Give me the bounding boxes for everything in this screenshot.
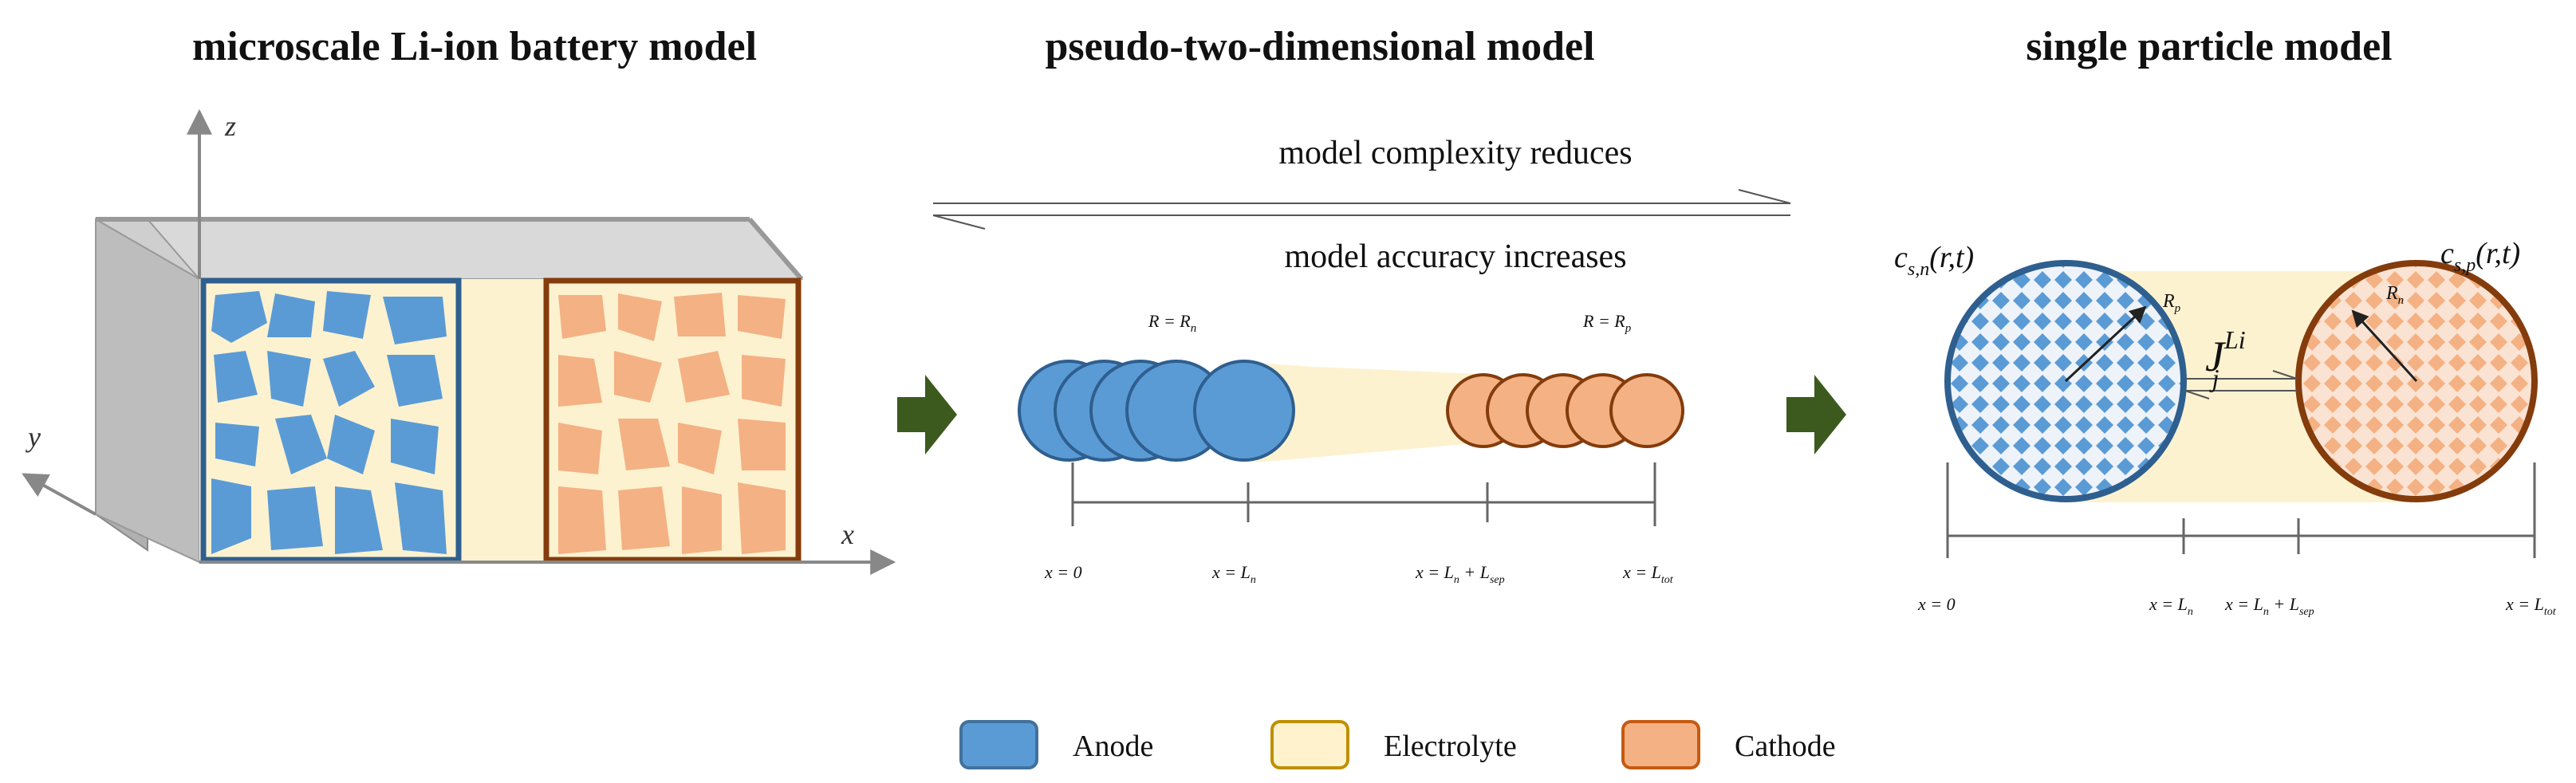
legend-swatch-electrolyte xyxy=(1270,720,1349,769)
p2d-tick-label-lsep: x = Ln + Lsep xyxy=(1415,562,1505,586)
spm-tick-label-ltot: x = Ltot xyxy=(2505,594,2557,618)
spm-c-n-label: cs,n(r,t) xyxy=(1894,241,1974,280)
equilibrium-arrows xyxy=(932,189,1791,230)
microscale-model: z y x xyxy=(22,108,896,575)
cathode-particles xyxy=(558,293,786,554)
legend: Anode Electrolyte Cathode xyxy=(959,720,1836,769)
spm-flux-arrows xyxy=(2184,370,2298,399)
spm-radius-cathode-arrow xyxy=(2351,309,2418,383)
complexity-text: model complexity reduces xyxy=(1278,135,1632,171)
title-p2d: pseudo-two-dimensional model xyxy=(1045,24,1594,69)
title-spm: single particle model xyxy=(2026,24,2392,69)
p2d-radius-anode: R = Rn xyxy=(1148,311,1196,335)
p2d-tick-label-ltot: x = Ltot xyxy=(1622,562,1674,586)
spm-c-p-label: cs,p(r,t) xyxy=(2440,237,2520,276)
p2d-tick-label-ln: x = Ln xyxy=(1211,562,1256,586)
p2d-anode-particles xyxy=(1018,360,1295,462)
anode-particles xyxy=(211,291,447,554)
y-axis-label: y xyxy=(26,421,41,453)
accuracy-text: model accuracy increases xyxy=(1284,238,1626,275)
spm-radius-anode-arrow xyxy=(2064,305,2147,383)
spm-tick-label-0: x = 0 xyxy=(1917,594,1956,614)
box-top-face xyxy=(145,218,804,280)
legend-item-cathode: Cathode xyxy=(1621,720,1836,769)
legend-swatch-cathode xyxy=(1621,720,1700,769)
spm-rn-label: Rn xyxy=(2385,283,2404,307)
x-axis-label: x xyxy=(841,518,854,550)
box-edge-right xyxy=(747,218,804,281)
p2d-cathode-particles xyxy=(1446,373,1684,448)
legend-label-cathode: Cathode xyxy=(1735,730,1836,763)
legend-item-electrolyte: Electrolyte xyxy=(1270,720,1517,769)
legend-label-anode: Anode xyxy=(1073,730,1153,763)
p2d-model: R = Rn R = Rp x = 0 x = Ln x = Ln + Lsep… xyxy=(1018,311,1684,586)
p2d-radius-cathode: R = Rp xyxy=(1582,311,1632,335)
legend-label-electrolyte: Electrolyte xyxy=(1384,730,1517,763)
p2d-electrolyte-band xyxy=(1256,363,1483,462)
legend-swatch-anode xyxy=(959,720,1038,769)
legend-item-anode: Anode xyxy=(959,720,1153,769)
p2d-tick-label-0: x = 0 xyxy=(1044,562,1082,582)
title-microscale: microscale Li-ion battery model xyxy=(192,24,757,69)
transition-arrow-1 xyxy=(897,375,957,454)
box-side-face xyxy=(95,218,200,564)
spm-tick-label-lsep: x = Ln + Lsep xyxy=(2224,594,2314,618)
spm-rp-label: Rp xyxy=(2162,291,2181,315)
spm-tick-label-ln: x = Ln xyxy=(2149,594,2193,618)
y-axis xyxy=(22,473,97,516)
z-axis-label: z xyxy=(224,110,236,142)
transition-arrow-2 xyxy=(1786,375,1846,454)
